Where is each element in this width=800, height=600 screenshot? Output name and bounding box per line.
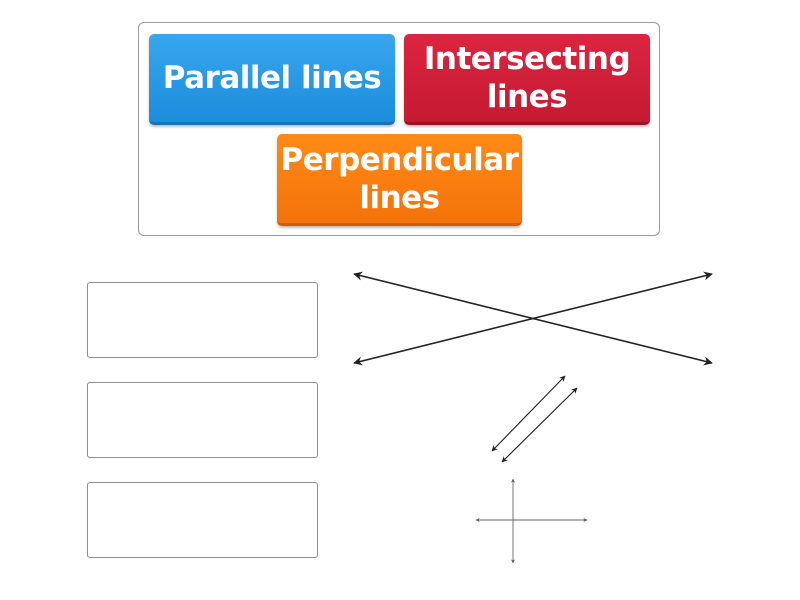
- tile-intersecting-lines[interactable]: Intersecting lines: [404, 34, 650, 125]
- tile-parallel-lines[interactable]: Parallel lines: [149, 34, 395, 125]
- tile-label-line-1: Perpendicular: [280, 141, 519, 178]
- perpendicular-lines-icon: [475, 478, 588, 564]
- intersecting-lines-icon: [353, 271, 713, 366]
- parallel-lines-icon: [491, 375, 578, 463]
- tile-label-line-1: Intersecting: [423, 41, 631, 77]
- tile-label-line-1: Parallel lines: [162, 60, 382, 96]
- drop-slot-1[interactable]: [87, 282, 318, 358]
- tile-label-line-2: lines: [359, 179, 440, 216]
- tile-perpendicular-lines[interactable]: Perpendicular lines: [277, 134, 522, 226]
- parallel-line-1: [491, 375, 566, 452]
- parallel-line-2: [501, 387, 578, 463]
- drop-slot-3[interactable]: [87, 482, 318, 558]
- tile-label-line-2: lines: [486, 79, 568, 115]
- line-b: [353, 271, 713, 366]
- drop-slot-2[interactable]: [87, 382, 318, 458]
